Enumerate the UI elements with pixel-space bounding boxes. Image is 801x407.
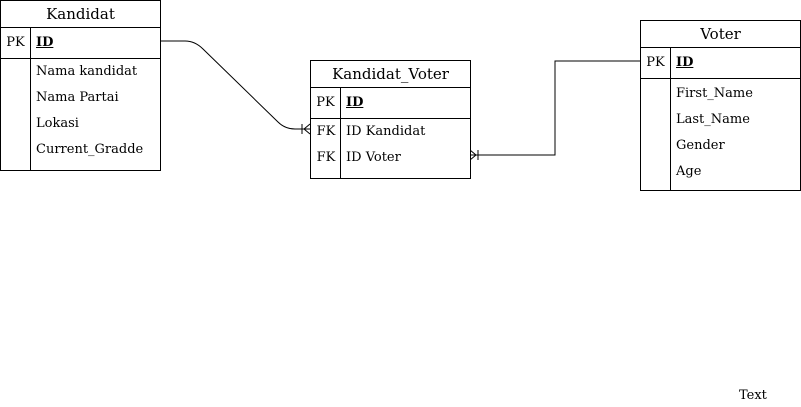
crowfoot-kandidat-voter-right (469, 149, 479, 161)
kandidat-to-kandidat-voter-line (160, 40, 310, 130)
pk-label: PK (311, 88, 341, 118)
attribute: Lokasi (36, 116, 79, 131)
fk-label: FK (316, 150, 336, 165)
pk-field: ID (676, 55, 694, 70)
attribute: Current_Gradde (36, 142, 144, 157)
pk-field: ID (36, 35, 54, 50)
entity-title: Kandidat (1, 1, 160, 28)
attribute: Nama kandidat (36, 64, 138, 79)
pk-field: ID (346, 95, 364, 110)
key-gutter (311, 119, 341, 179)
attribute-list: First_Name Last_Name Gender Age (641, 79, 800, 191)
pk-label: PK (1, 28, 31, 58)
attribute: Last_Name (676, 112, 750, 127)
attribute: Nama Partai (36, 90, 119, 105)
attribute: ID Kandidat (346, 124, 426, 139)
pk-label: PK (641, 48, 671, 78)
attribute-list: FK ID Kandidat FK ID Voter (311, 119, 470, 179)
attribute: First_Name (676, 86, 753, 101)
attribute-list: Nama kandidat Nama Partai Lokasi Current… (1, 59, 160, 171)
entity-kandidat[interactable]: Kandidat PK ID Nama kandidat Nama Partai… (0, 0, 161, 171)
fk-label: FK (316, 124, 336, 139)
attribute: Gender (676, 138, 725, 153)
entity-kandidat-voter[interactable]: Kandidat_Voter PK ID FK ID Kandidat FK I… (310, 60, 471, 179)
voter-to-kandidat-voter-line (470, 60, 640, 156)
entity-title: Kandidat_Voter (311, 61, 470, 88)
key-gutter (1, 59, 31, 171)
attribute: ID Voter (346, 150, 401, 165)
pk-row: PK ID (311, 88, 470, 119)
attribute: Age (676, 164, 702, 179)
crowfoot-kandidat-voter-left (301, 123, 311, 135)
key-gutter (641, 79, 671, 191)
pk-row: PK ID (641, 48, 800, 79)
entity-voter[interactable]: Voter PK ID First_Name Last_Name Gender … (640, 20, 801, 191)
entity-title: Voter (641, 21, 800, 48)
free-text-label[interactable]: Text (739, 388, 767, 403)
pk-row: PK ID (1, 28, 160, 59)
